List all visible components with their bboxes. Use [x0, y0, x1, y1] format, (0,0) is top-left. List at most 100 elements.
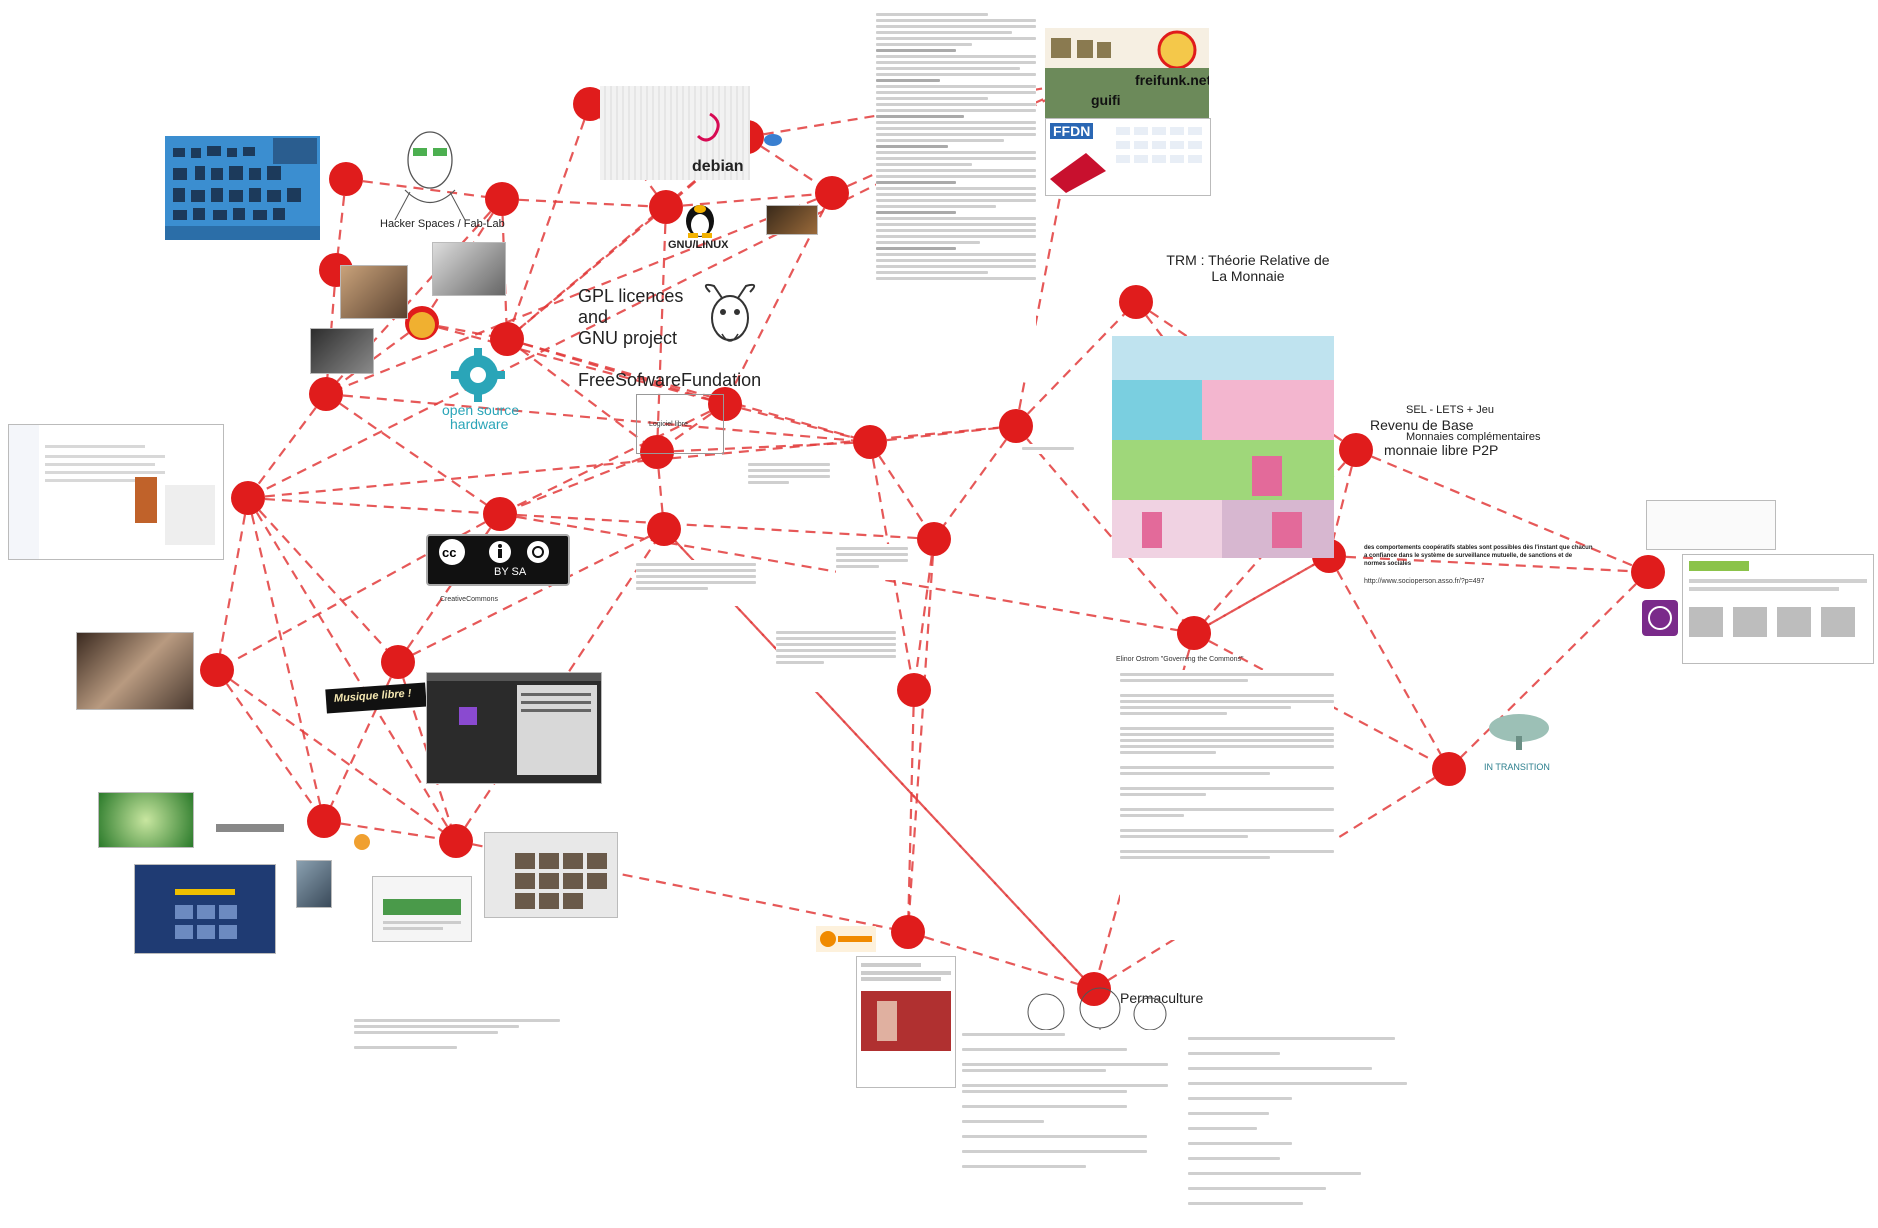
node[interactable]: [483, 497, 517, 531]
node[interactable]: [1631, 555, 1665, 589]
edge: [246, 497, 326, 822]
edge: [1328, 554, 1649, 574]
edge: [499, 512, 935, 541]
node[interactable]: [647, 512, 681, 546]
debian-swirl-icon: [696, 112, 720, 142]
edge: [216, 669, 457, 842]
node[interactable]: [439, 824, 473, 858]
node[interactable]: [917, 522, 951, 556]
edge: [1448, 571, 1649, 770]
guifi-label: guifi: [1091, 92, 1121, 108]
liberte-0-text: [748, 460, 830, 496]
edge: [506, 337, 871, 444]
photo-collage-left: [76, 632, 194, 710]
node[interactable]: [815, 176, 849, 210]
ffdn-calendar-image: FFDN: [1045, 118, 1211, 196]
tux-icon: [682, 195, 718, 239]
ostrom-label: Elinor Ostrom "Governing the Commons": [1116, 656, 1244, 663]
cooperation-url: http://www.socioperson.asso.fr/?p=497: [1364, 578, 1485, 585]
node[interactable]: [897, 673, 931, 707]
edge: [247, 424, 1017, 500]
ffdn-label: FFDN: [1050, 123, 1094, 139]
node[interactable]: [309, 377, 343, 411]
edge: [215, 497, 250, 671]
edge: [325, 322, 423, 395]
edge: [665, 191, 833, 209]
node[interactable]: [1119, 285, 1153, 319]
node[interactable]: [708, 387, 742, 421]
open-source-hardware-logo: [448, 348, 508, 402]
trm-comic-image: [1112, 336, 1334, 558]
gpl-and-label: and: [578, 307, 609, 327]
edge: [247, 497, 399, 663]
hacker-face-icon: [394, 131, 466, 221]
node[interactable]: [853, 425, 887, 459]
cc-badge-text: BY SA: [494, 566, 527, 578]
permaculture-list-left: [962, 1030, 1168, 1210]
edge: [499, 512, 1195, 635]
node[interactable]: [891, 915, 925, 949]
node[interactable]: [485, 182, 519, 216]
edge: [506, 206, 667, 340]
node[interactable]: [640, 435, 674, 469]
header-small-text: [1022, 444, 1074, 454]
node[interactable]: [1339, 433, 1373, 467]
node[interactable]: [649, 190, 683, 224]
edge: [912, 538, 936, 691]
edge: [906, 689, 916, 933]
purple-circle-logo: [1642, 600, 1678, 636]
ostrom-text-column: [1120, 670, 1334, 940]
permaculture-article-thumb: [856, 956, 956, 1088]
edge: [663, 528, 1095, 990]
osh-line1: open source: [442, 402, 520, 418]
edge: [325, 392, 871, 444]
edge: [325, 393, 501, 515]
edge: [247, 497, 457, 842]
edge: [1015, 425, 1195, 634]
music-software-screenshot: [426, 672, 602, 784]
node[interactable]: [381, 645, 415, 679]
monnaie-libre-label: monnaie libre P2P: [1384, 442, 1499, 458]
node[interactable]: [573, 87, 607, 121]
edge: [216, 669, 325, 822]
lab-photo: [310, 328, 374, 374]
small-gray-bar: [216, 824, 284, 832]
edge: [247, 393, 327, 499]
edge: [655, 206, 668, 453]
edge: [1092, 632, 1196, 990]
liberte-2-text: [836, 544, 908, 580]
gnulinux-label: GNU/LINUX: [668, 239, 729, 251]
node[interactable]: [1177, 616, 1211, 650]
edge: [1355, 448, 1649, 574]
edge: [869, 441, 935, 540]
edge: [656, 440, 871, 454]
node[interactable]: [200, 653, 234, 687]
blue-web-thumb: [134, 864, 276, 954]
bottom-left-text: [354, 1016, 560, 1060]
xfce-mouse-icon: [762, 130, 784, 148]
mesh-network-logos: freifunk.net guifi: [1045, 28, 1209, 118]
edge: [325, 191, 833, 396]
debian-screens-image: [600, 86, 750, 180]
commons-website-thumb: [1682, 554, 1874, 664]
cooperation-text: des comportements coopératifs stables so…: [1364, 545, 1593, 567]
robot-hand-photo: [340, 265, 408, 319]
transition-tree-logo: [1484, 708, 1554, 752]
edge: [323, 819, 457, 843]
node[interactable]: [329, 162, 363, 196]
edge: [1193, 555, 1330, 634]
node[interactable]: [1432, 752, 1466, 786]
node[interactable]: [307, 804, 341, 838]
permaculture-list-right: [1188, 1034, 1418, 1224]
cc-label: CreativeCommons: [440, 596, 498, 603]
cc-icons: cc: [439, 539, 549, 565]
green-wallpaper-thumb: [98, 792, 194, 848]
node[interactable]: [231, 481, 265, 515]
node[interactable]: [490, 322, 524, 356]
edge: [655, 451, 666, 530]
hacker-face-drawing: [385, 120, 475, 221]
logiciel-libre-label: Logiciel libre: [649, 421, 688, 428]
node[interactable]: [999, 409, 1033, 443]
small-photo-thumb: [296, 860, 332, 908]
